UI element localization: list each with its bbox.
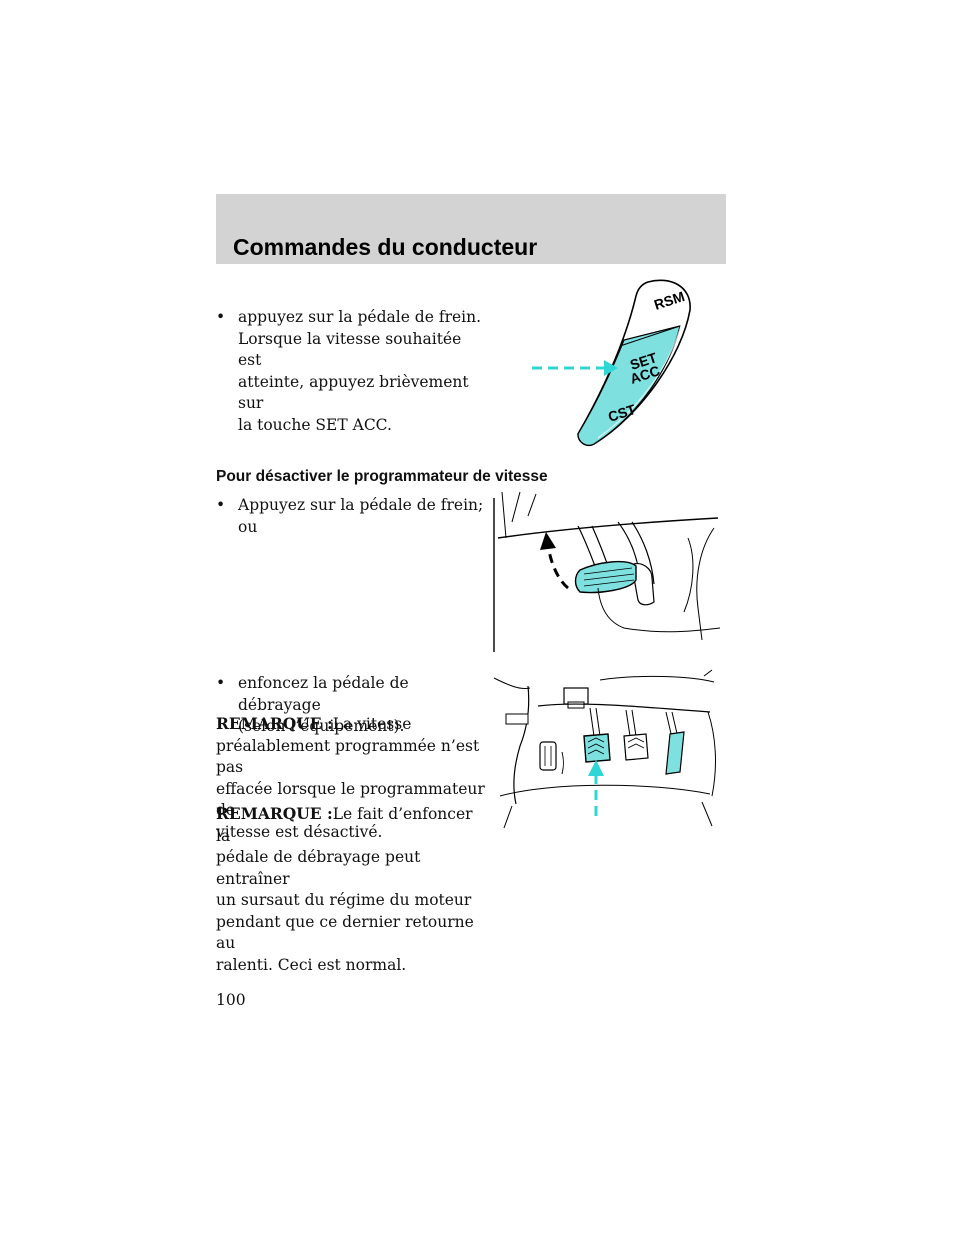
frame-line [527, 493, 537, 517]
text-line: Lorsque la vitesse souhaitée est [238, 329, 462, 370]
set-acc-highlight [577, 325, 681, 446]
text-line: Appuyez sur la pédale de frein; [238, 496, 484, 514]
section-heading: Pour désactiver le programmateur de vite… [216, 468, 548, 485]
arrow-head [588, 760, 604, 776]
text-line: ralenti. Ceci est normal. [216, 955, 407, 974]
floor-line [701, 801, 713, 827]
bullet: • [216, 308, 226, 326]
console-line [683, 537, 694, 613]
accelerator-pedal [633, 563, 655, 606]
text-line: enfoncez la pédale de débrayage [238, 674, 409, 714]
pedal-grooves [627, 737, 645, 749]
text-line: un sursaut du régime du moteur [216, 891, 472, 909]
instruction-brake-set: • appuyez sur la pédale de frein. Lorsqu… [216, 307, 486, 436]
console-line [707, 711, 716, 797]
text-line: vitesse est désactivé. [216, 822, 383, 841]
dash-edge [537, 703, 711, 713]
frame-line [599, 675, 715, 683]
accelerator-pedal [665, 731, 685, 775]
note-label: REMARQUE : [216, 714, 333, 733]
frame-line [511, 491, 521, 523]
text-line: Le fait d’enfoncer la [216, 805, 473, 845]
parking-brake-pedal [539, 741, 557, 771]
pedal-arm [625, 709, 637, 737]
section-title: Commandes du conducteur [233, 234, 538, 260]
dash-edge [497, 517, 719, 539]
bullet: • [216, 496, 226, 514]
page-number: 100 [216, 991, 246, 1009]
lever-shine [597, 321, 683, 439]
text-line: appuyez sur la pédale de frein. [238, 308, 482, 326]
release-lever [505, 713, 529, 725]
frame-line [501, 491, 507, 539]
brake-pedal [623, 733, 649, 761]
frame-line [703, 669, 713, 677]
highlight-edge [619, 325, 681, 347]
section-header: Commandes du conducteur [216, 194, 726, 264]
floor-line [597, 587, 721, 633]
accelerator-arm [631, 521, 655, 585]
brake-pedal-figure [493, 491, 721, 652]
text-line: ou [238, 517, 258, 536]
instruction-clutch: • enfoncez la pédale de débrayage (selon… [216, 673, 486, 738]
text-line: atteinte, appuyez brièvement sur [238, 372, 469, 413]
note-label: REMARQUE : [216, 804, 333, 823]
pedal-bracket [567, 701, 585, 709]
pedal-arm [589, 707, 601, 737]
note-speed-memory: REMARQUE :La vitesse préalablement progr… [216, 713, 486, 843]
arrow-head [604, 360, 618, 376]
frame-line [493, 677, 531, 689]
console-line [696, 527, 715, 641]
pedal-grooves [583, 567, 635, 587]
floor-line [503, 805, 513, 829]
speed-control-switch-figure: RSM SET ACC CST [532, 279, 691, 447]
text-line: préalablement programmée n’est pas [216, 736, 480, 777]
clutch-pedal-figure [493, 669, 716, 829]
arrow-head [540, 532, 556, 550]
text-line: effacée lorsque le programmateur de [216, 779, 485, 820]
instruction-brake-pedal: • Appuyez sur la pédale de frein; ou [216, 495, 486, 538]
text-line: pédale de débrayage peut entraîner [216, 848, 421, 888]
text-line: (selon l’équipement). [238, 717, 405, 735]
text-line: La vitesse [332, 715, 412, 733]
arrow-dashes [546, 543, 570, 590]
pedal-grooves [587, 737, 605, 755]
bullet: • [216, 674, 226, 692]
frame-line [561, 751, 564, 775]
column-line [513, 685, 530, 805]
pedal-grooves [544, 746, 552, 766]
text-line: pendant que ce dernier retourne au [216, 912, 474, 953]
text-line: la touche SET ACC. [238, 415, 392, 434]
note-clutch-surge: REMARQUE :Le fait d’enfoncer la pédale d… [216, 803, 486, 976]
floor-line [499, 784, 711, 797]
